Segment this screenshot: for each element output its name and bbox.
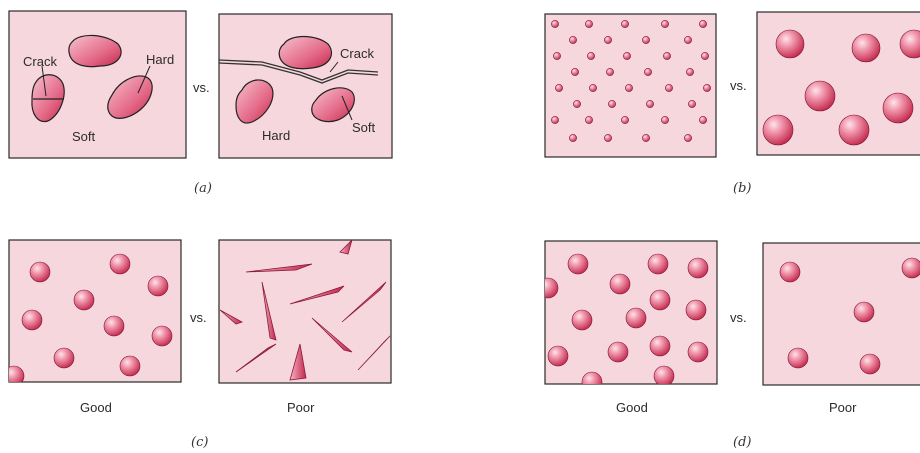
label-good-d: Good	[616, 400, 648, 415]
particle	[569, 36, 576, 43]
particle	[684, 36, 691, 43]
label-soft-right: Soft	[352, 120, 376, 135]
particle	[686, 300, 706, 320]
particle	[553, 52, 560, 59]
label-crack-left: Crack	[23, 54, 57, 69]
particle	[646, 100, 653, 107]
particle	[585, 20, 592, 27]
label-crack-right: Crack	[340, 46, 374, 61]
particle	[30, 262, 50, 282]
particle	[661, 116, 668, 123]
particle	[650, 336, 670, 356]
particle	[654, 366, 674, 386]
particle	[4, 366, 24, 386]
particle	[104, 316, 124, 336]
hard-particle-top-right	[279, 37, 331, 69]
particle	[74, 290, 94, 310]
particle	[572, 310, 592, 330]
particle	[573, 100, 580, 107]
particle	[688, 258, 708, 278]
caption-d: (d)	[733, 435, 751, 450]
caption-c: (c)	[191, 435, 208, 450]
particle	[621, 116, 628, 123]
particle	[684, 134, 691, 141]
particle	[585, 116, 592, 123]
label-poor-c: Poor	[287, 400, 315, 415]
label-hard-left: Hard	[146, 52, 174, 67]
particle	[587, 52, 594, 59]
vs-label-a: vs.	[193, 80, 210, 95]
particle	[589, 84, 596, 91]
particle	[120, 356, 140, 376]
particle	[665, 84, 672, 91]
particle	[883, 93, 913, 123]
particle	[569, 134, 576, 141]
particle	[623, 52, 630, 59]
hard-particle-top	[69, 35, 121, 66]
particle	[650, 290, 670, 310]
caption-a: (a)	[194, 181, 212, 196]
particle	[110, 254, 130, 274]
particle	[625, 84, 632, 91]
vs-label-d: vs.	[730, 310, 747, 325]
particle	[854, 302, 874, 322]
particle	[152, 326, 172, 346]
panel-d: vs. Good Poor (d)	[538, 241, 920, 450]
panel-a: Crack Hard Soft vs. Crack Hard Soft (a)	[9, 11, 392, 196]
particle	[860, 354, 880, 374]
particle	[686, 68, 693, 75]
panel-b: vs. (b)	[545, 12, 920, 196]
particle	[610, 274, 630, 294]
particle	[604, 36, 611, 43]
particle	[548, 346, 568, 366]
particle	[608, 342, 628, 362]
panel-c-poor-box	[219, 240, 391, 383]
label-good-c: Good	[80, 400, 112, 415]
particle	[621, 20, 628, 27]
particle	[551, 20, 558, 27]
particle	[568, 254, 588, 274]
particle	[852, 34, 880, 62]
particle	[22, 310, 42, 330]
particle	[148, 276, 168, 296]
particle	[805, 81, 835, 111]
particle	[661, 20, 668, 27]
particle	[703, 84, 710, 91]
particle	[606, 68, 613, 75]
particle	[54, 348, 74, 368]
particle	[688, 100, 695, 107]
label-poor-d: Poor	[829, 400, 857, 415]
particle	[788, 348, 808, 368]
particle	[642, 134, 649, 141]
particle	[644, 68, 651, 75]
particle	[699, 116, 706, 123]
particle	[608, 100, 615, 107]
particle	[551, 116, 558, 123]
particle	[699, 20, 706, 27]
particle	[776, 30, 804, 58]
vs-label-c: vs.	[190, 310, 207, 325]
particle	[839, 115, 869, 145]
caption-b: (b)	[733, 181, 751, 196]
particle	[763, 115, 793, 145]
particle	[604, 134, 611, 141]
particle	[663, 52, 670, 59]
particle	[642, 36, 649, 43]
particle	[648, 254, 668, 274]
particle	[538, 278, 558, 298]
label-soft-left: Soft	[72, 129, 96, 144]
particle	[902, 258, 920, 278]
particle	[571, 68, 578, 75]
particle	[701, 52, 708, 59]
particle	[626, 308, 646, 328]
particle	[555, 84, 562, 91]
particle	[688, 342, 708, 362]
particle	[582, 372, 602, 392]
vs-label-b: vs.	[730, 78, 747, 93]
panel-c: vs. Good Poor (c)	[4, 240, 391, 450]
particle	[780, 262, 800, 282]
label-hard-right: Hard	[262, 128, 290, 143]
